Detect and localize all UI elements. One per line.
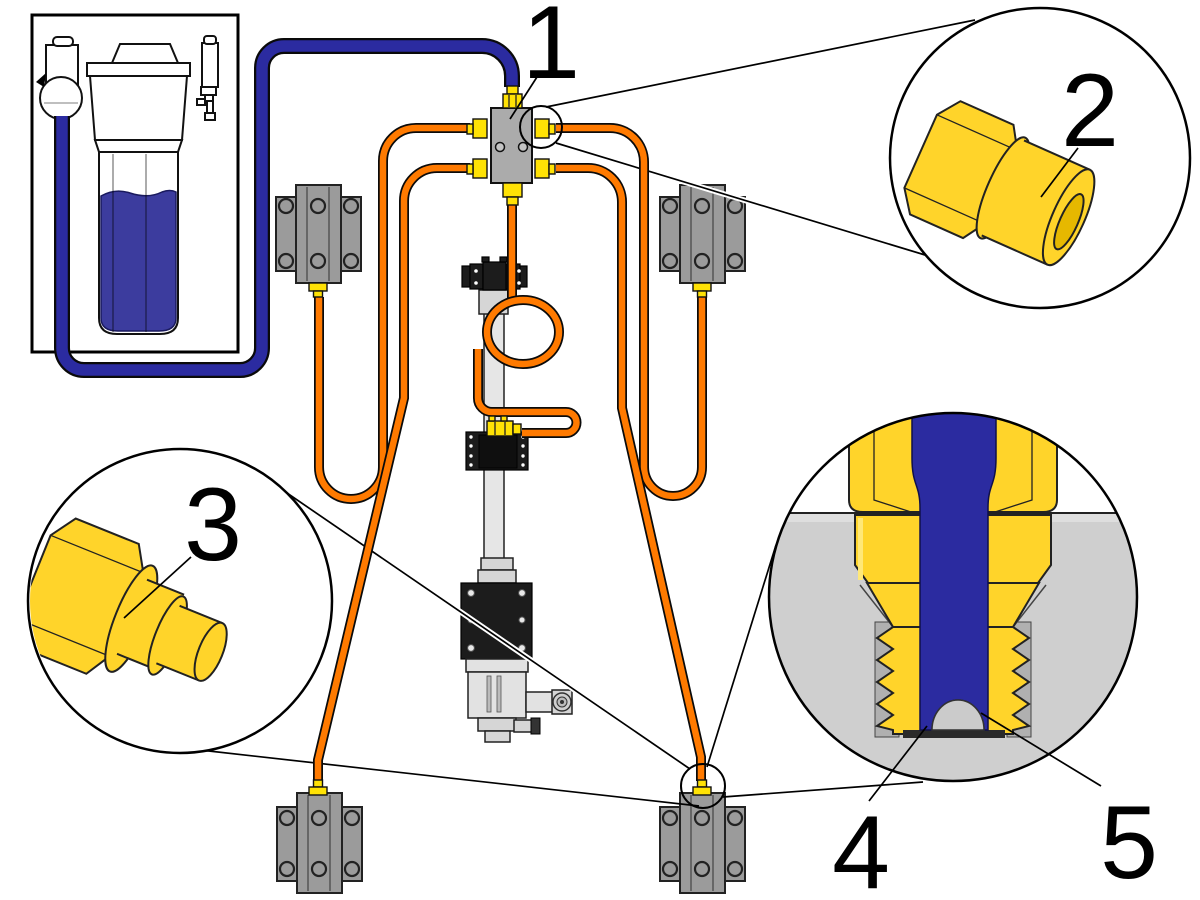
tube-to-top-left-bearing <box>315 124 470 503</box>
filter-outlet-port <box>39 76 83 120</box>
metering-valve-bracket <box>465 431 529 471</box>
manifold-fittings <box>466 85 556 206</box>
callout-number-5: 5 <box>1100 785 1158 900</box>
callout-leader-lines <box>199 19 976 807</box>
junction-manifold <box>490 107 533 184</box>
callout-ring-manifold-fitting <box>519 105 563 149</box>
filter-head-right-cap <box>201 42 219 88</box>
pump-motor <box>460 557 573 743</box>
solenoid-head <box>461 256 528 291</box>
callout-number-2: 2 <box>1061 53 1119 169</box>
linear-bearing-block-bottom-right <box>659 792 746 894</box>
metering-valve-fitting <box>486 415 522 437</box>
callout-number-3: 3 <box>184 467 242 583</box>
callout-number-4: 4 <box>832 795 890 900</box>
tube-to-bottom-left-bearing <box>314 164 470 787</box>
flow-arrow-icon <box>36 73 46 87</box>
filter-head-body <box>88 75 189 141</box>
hole-bottom-dome <box>931 699 985 731</box>
detail-circle-fitting-2 <box>888 6 1192 310</box>
detail-circle-fitting-3 <box>26 447 334 755</box>
tube-to-bottom-right-bearing <box>556 164 705 781</box>
bearing-fittings <box>308 282 712 796</box>
callout-labels: 1 2 3 4 5 <box>123 0 1158 900</box>
blue-supply-tube <box>54 38 520 378</box>
tube-loop-around-shaft <box>483 296 563 368</box>
oil-liquid <box>100 189 177 332</box>
linear-bearing-block-bottom-left <box>276 792 363 894</box>
linear-bearing-block-top-right <box>659 184 746 284</box>
compression-fitting-drawing <box>903 100 1096 267</box>
oil-channel <box>911 413 997 731</box>
callout-number-1: 1 <box>522 0 580 101</box>
linear-bearing-block-top-left <box>275 184 362 284</box>
tube-to-metering-valve <box>474 349 580 437</box>
detail-circle-cross-section <box>767 411 1139 783</box>
orange-feed-tubes <box>313 123 707 787</box>
tube-to-top-right-bearing <box>556 124 706 500</box>
callout-ring-bearing-fitting <box>680 763 726 809</box>
reducer-fitting-drawing <box>30 517 228 682</box>
